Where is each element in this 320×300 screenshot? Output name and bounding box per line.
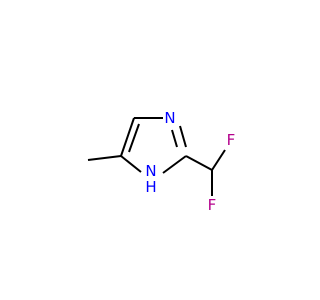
- bond-c4-methyl: [87, 155, 122, 161]
- atom-label-fluorine-lower: F: [208, 196, 217, 214]
- atom-label-fluorine-upper: F: [227, 131, 236, 149]
- atom-label-n1-hydrogen: H: [145, 178, 156, 196]
- bond-c2-n1: [162, 155, 187, 174]
- bond-c4-c5: [120, 117, 135, 157]
- atom-label-n1: N: [145, 162, 156, 180]
- bond-n3-c2: [179, 125, 187, 148]
- bond-c2-chf2: [185, 155, 213, 171]
- molecule-structure: N N H F F: [87, 109, 236, 214]
- bond-n3-c2-double: [171, 129, 178, 148]
- bond-c4-c5-double: [128, 123, 140, 153]
- bond-n1-c4: [120, 155, 142, 173]
- atom-label-n3: N: [164, 109, 175, 127]
- bond-chf2-f-upper: [211, 149, 226, 171]
